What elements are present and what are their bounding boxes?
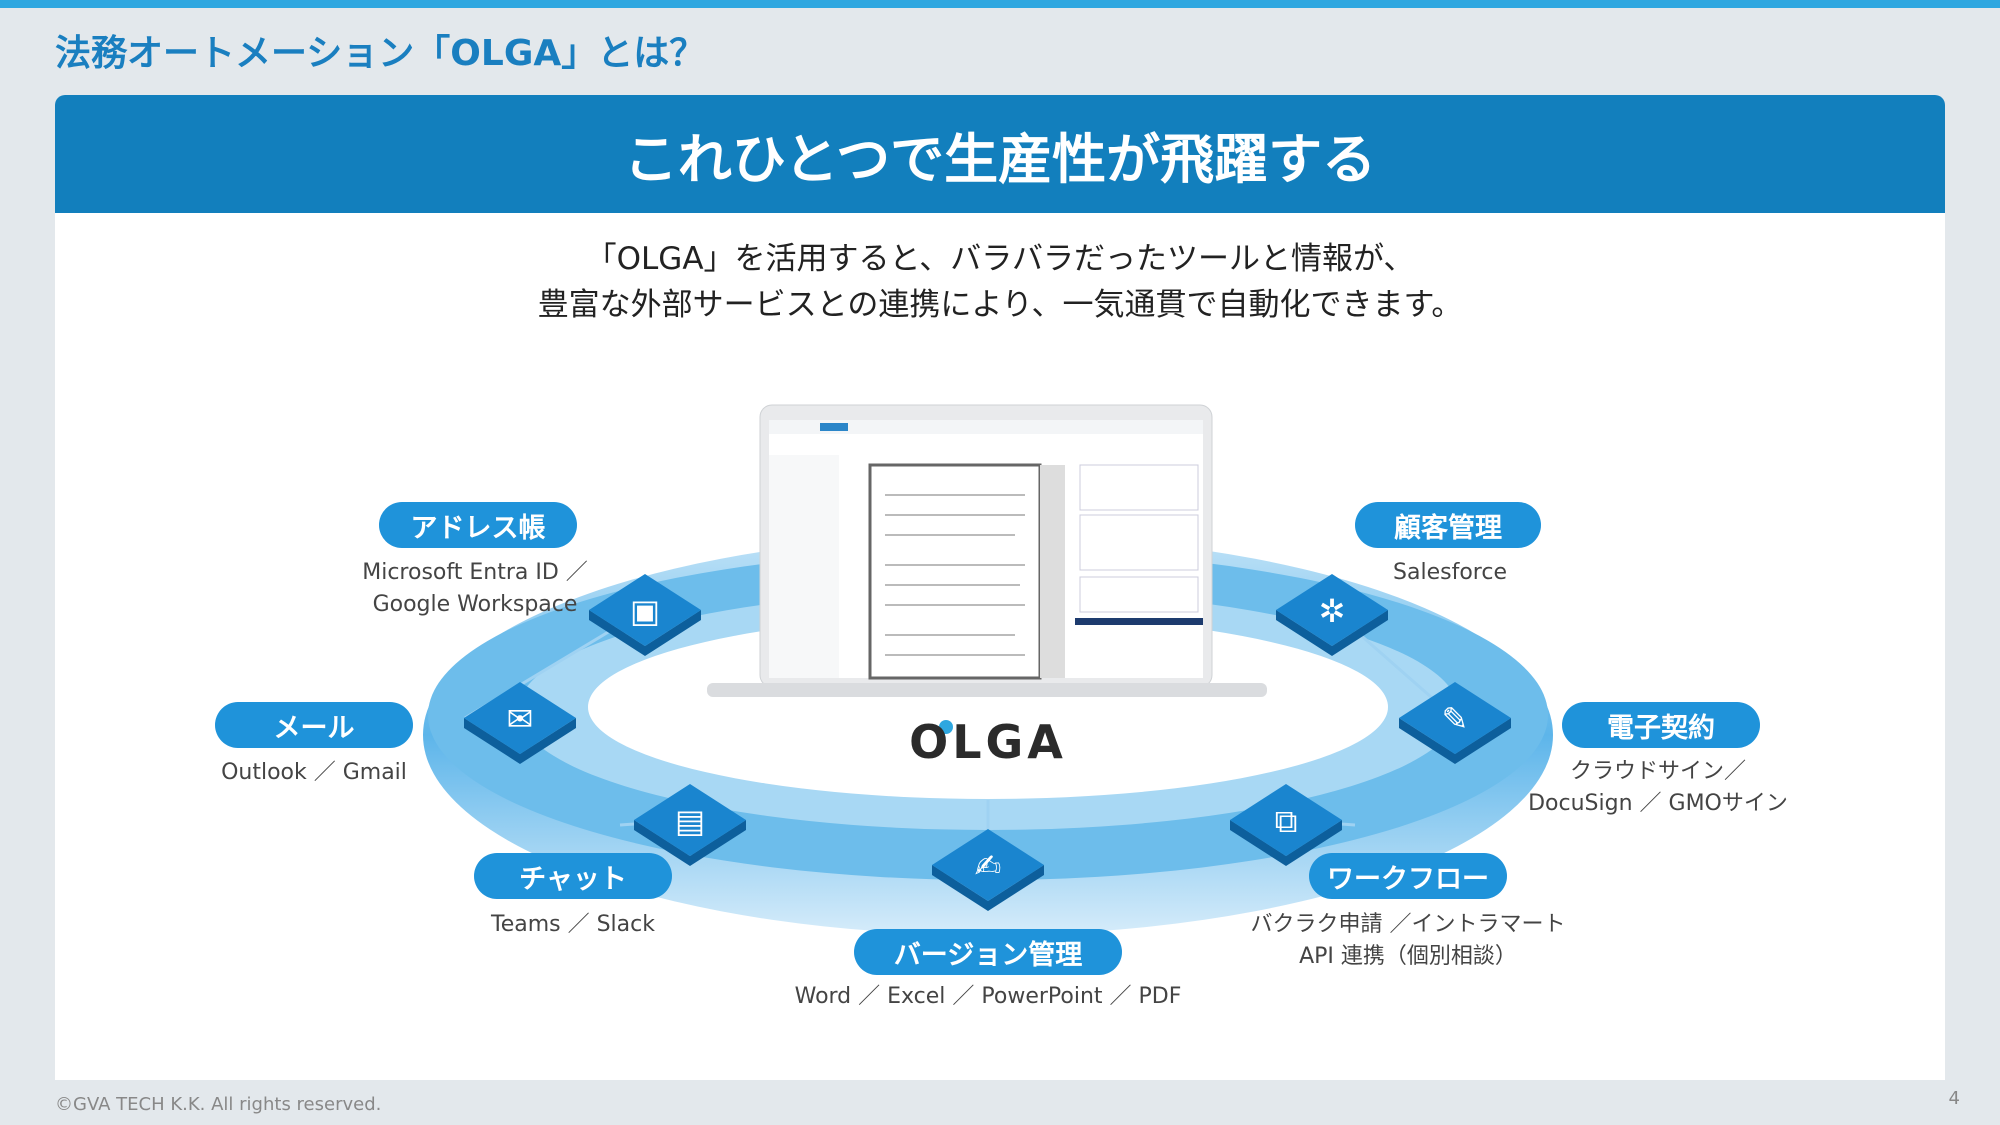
workflow-icon: ⧉: [1230, 784, 1342, 866]
lead-line-1: 「OLGA」を活用すると、バラバラだったツールと情報が、: [585, 241, 1415, 277]
document-sign-icon: ✎: [1399, 682, 1511, 764]
services-workflow: バクラク申請 ／イントラマート API 連携（個別相談）: [1251, 909, 1566, 973]
page-number: 4: [1948, 1088, 1960, 1109]
service-text: クラウドサイン／: [1569, 759, 1747, 784]
banner-title: これひとつで生産性が飛躍する: [55, 95, 1945, 213]
services-e-contract: クラウドサイン／ DocuSign ／ GMOサイン: [1528, 756, 1788, 820]
chat-icon: ▤: [634, 784, 746, 866]
svg-text:✎: ✎: [1442, 700, 1469, 738]
service-text: Outlook ／ Gmail: [221, 760, 407, 785]
service-text: Word ／ Excel ／ PowerPoint ／ PDF: [794, 984, 1182, 1009]
svg-text:⧉: ⧉: [1275, 802, 1298, 840]
top-accent-bar: [0, 0, 2000, 8]
section-title: 法務オートメーション「OLGA」とは？: [55, 33, 706, 74]
service-text: DocuSign ／ GMOサイン: [1528, 791, 1788, 816]
service-text: Google Workspace: [372, 592, 578, 617]
network-hub-icon: ✲: [1276, 574, 1388, 656]
services-mail: Outlook ／ Gmail: [221, 757, 407, 789]
document-edit-icon: ✍: [932, 829, 1044, 911]
pill-version-control: バージョン管理: [854, 929, 1122, 975]
services-address-book: Microsoft Entra ID ／ Google Workspace: [362, 557, 588, 621]
content-card: これひとつで生産性が飛躍する 「OLGA」を活用すると、バラバラだったツールと情…: [55, 95, 1945, 1080]
service-text: バクラク申請 ／イントラマート: [1250, 912, 1566, 937]
service-text: API 連携（個別相談）: [1299, 944, 1517, 969]
pill-workflow: ワークフロー: [1309, 853, 1507, 899]
olga-logo: OLGA: [909, 715, 1067, 769]
svg-text:▤: ▤: [675, 802, 705, 840]
svg-text:✉: ✉: [507, 700, 534, 738]
pill-chat: チャット: [474, 853, 672, 899]
logo-dot: [939, 720, 953, 734]
laptop: [707, 404, 1267, 697]
lead-line-2: 豊富な外部サービスとの連携により、一気通貫で自動化できます。: [537, 287, 1463, 323]
svg-text:▣: ▣: [630, 592, 660, 630]
contact-card-icon: ▣: [589, 574, 701, 656]
svg-text:✲: ✲: [1319, 592, 1346, 630]
pill-crm: 顧客管理: [1355, 502, 1541, 548]
services-chat: Teams ／ Slack: [491, 909, 655, 941]
service-text: Teams ／ Slack: [491, 912, 655, 937]
integration-diagram: ▣ ✲ ✉ ✎ ▤ ⧉ ✍: [423, 404, 1553, 935]
mail-icon: ✉: [464, 682, 576, 764]
service-text: Microsoft Entra ID ／: [362, 560, 588, 585]
pill-e-contract: 電子契約: [1562, 702, 1760, 748]
service-text: Salesforce: [1393, 560, 1507, 585]
copyright: ©GVA TECH K.K. All rights reserved.: [55, 1094, 382, 1115]
svg-text:✍: ✍: [975, 847, 1002, 885]
pill-mail: メール: [215, 702, 413, 748]
pill-address-book: アドレス帳: [379, 502, 577, 548]
services-version-control: Word ／ Excel ／ PowerPoint ／ PDF: [795, 981, 1182, 1013]
services-crm: Salesforce: [1393, 557, 1507, 589]
